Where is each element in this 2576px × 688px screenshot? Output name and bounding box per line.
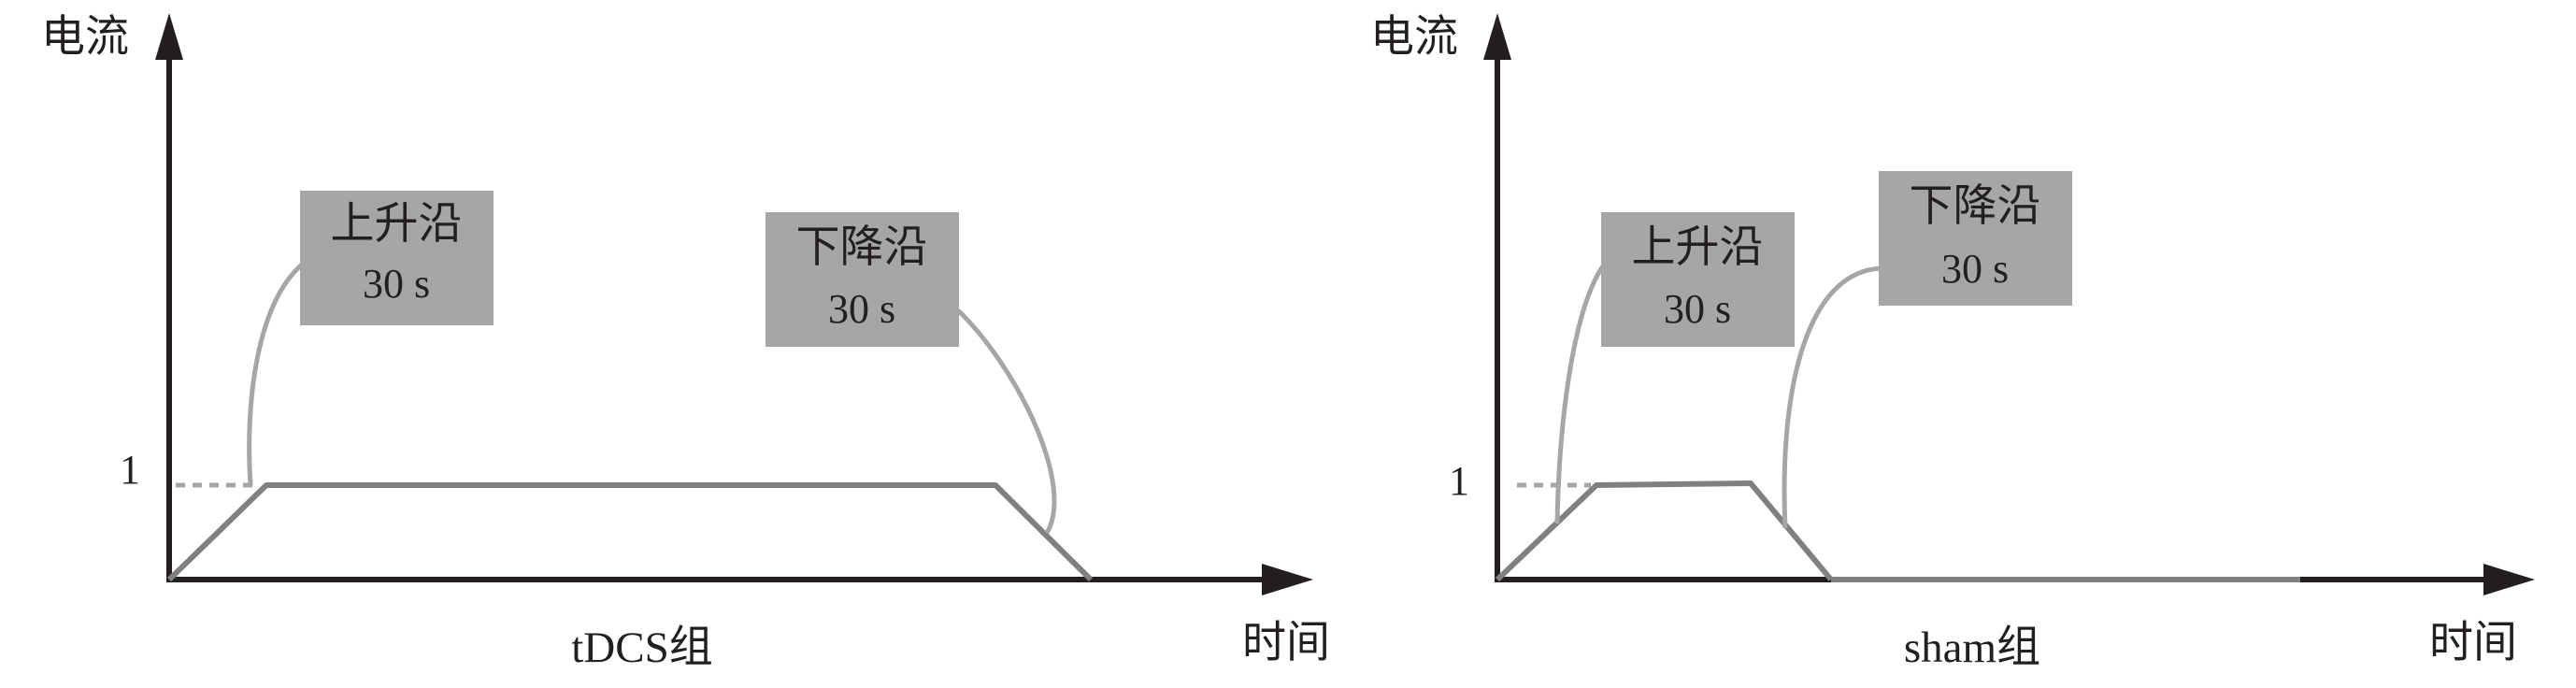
tdcs-rise-leader-line — [247, 263, 304, 486]
tdcs-fall-callout-title: 下降沿 — [796, 223, 928, 272]
sham-y-axis-label: 电流 — [1370, 13, 1458, 62]
tdcs-y-axis-arrow — [155, 13, 183, 60]
sham-rise-callout-value: 30 s — [1664, 286, 1731, 332]
sham-rise-callout-title: 上升沿 — [1632, 223, 1764, 272]
tdcs-fall-callout-value: 30 s — [828, 286, 895, 332]
sham-fall-callout-box — [1879, 171, 2072, 306]
sham-rise-leader-line — [1554, 263, 1607, 524]
tdcs-x-axis-arrow — [1262, 564, 1313, 595]
tdcs-rise-callout-box — [300, 191, 494, 325]
tdcs-group-label: tDCS组 — [571, 624, 713, 672]
sham-fall-leader-line — [1782, 265, 1882, 529]
tdcs-x-axis-label: 时间 — [1242, 619, 1330, 667]
sham-x-axis-label: 时间 — [2429, 619, 2517, 667]
sham-panel: 上升沿 30 s 下降沿 30 s 电流 1 sham组 时间 — [1370, 13, 2535, 672]
tdcs-y-axis-label: 电流 — [41, 13, 129, 62]
sham-level-tick-label: 1 — [1449, 458, 1469, 504]
sham-y-axis-arrow — [1483, 13, 1511, 60]
tdcs-current-waveform — [166, 482, 1094, 582]
sham-fall-callout-value: 30 s — [1941, 246, 2009, 292]
sham-x-axis-arrow — [2483, 564, 2535, 595]
sham-fall-callout-title: 下降沿 — [1910, 182, 2041, 231]
tdcs-level-tick-label: 1 — [120, 447, 140, 493]
tdcs-panel: 上升沿 30 s 下降沿 30 s 电流 1 tDCS组 时间 — [41, 13, 1330, 672]
tdcs-rise-callout-title: 上升沿 — [331, 200, 463, 249]
sham-current-waveform — [1495, 480, 1834, 582]
tdcs-fall-callout-box — [766, 212, 959, 347]
tdcs-rise-callout-value: 30 s — [363, 261, 430, 307]
sham-group-label: sham组 — [1904, 624, 2040, 672]
tdcs-fall-leader-line — [956, 308, 1057, 535]
sham-rise-callout-box — [1601, 212, 1795, 347]
